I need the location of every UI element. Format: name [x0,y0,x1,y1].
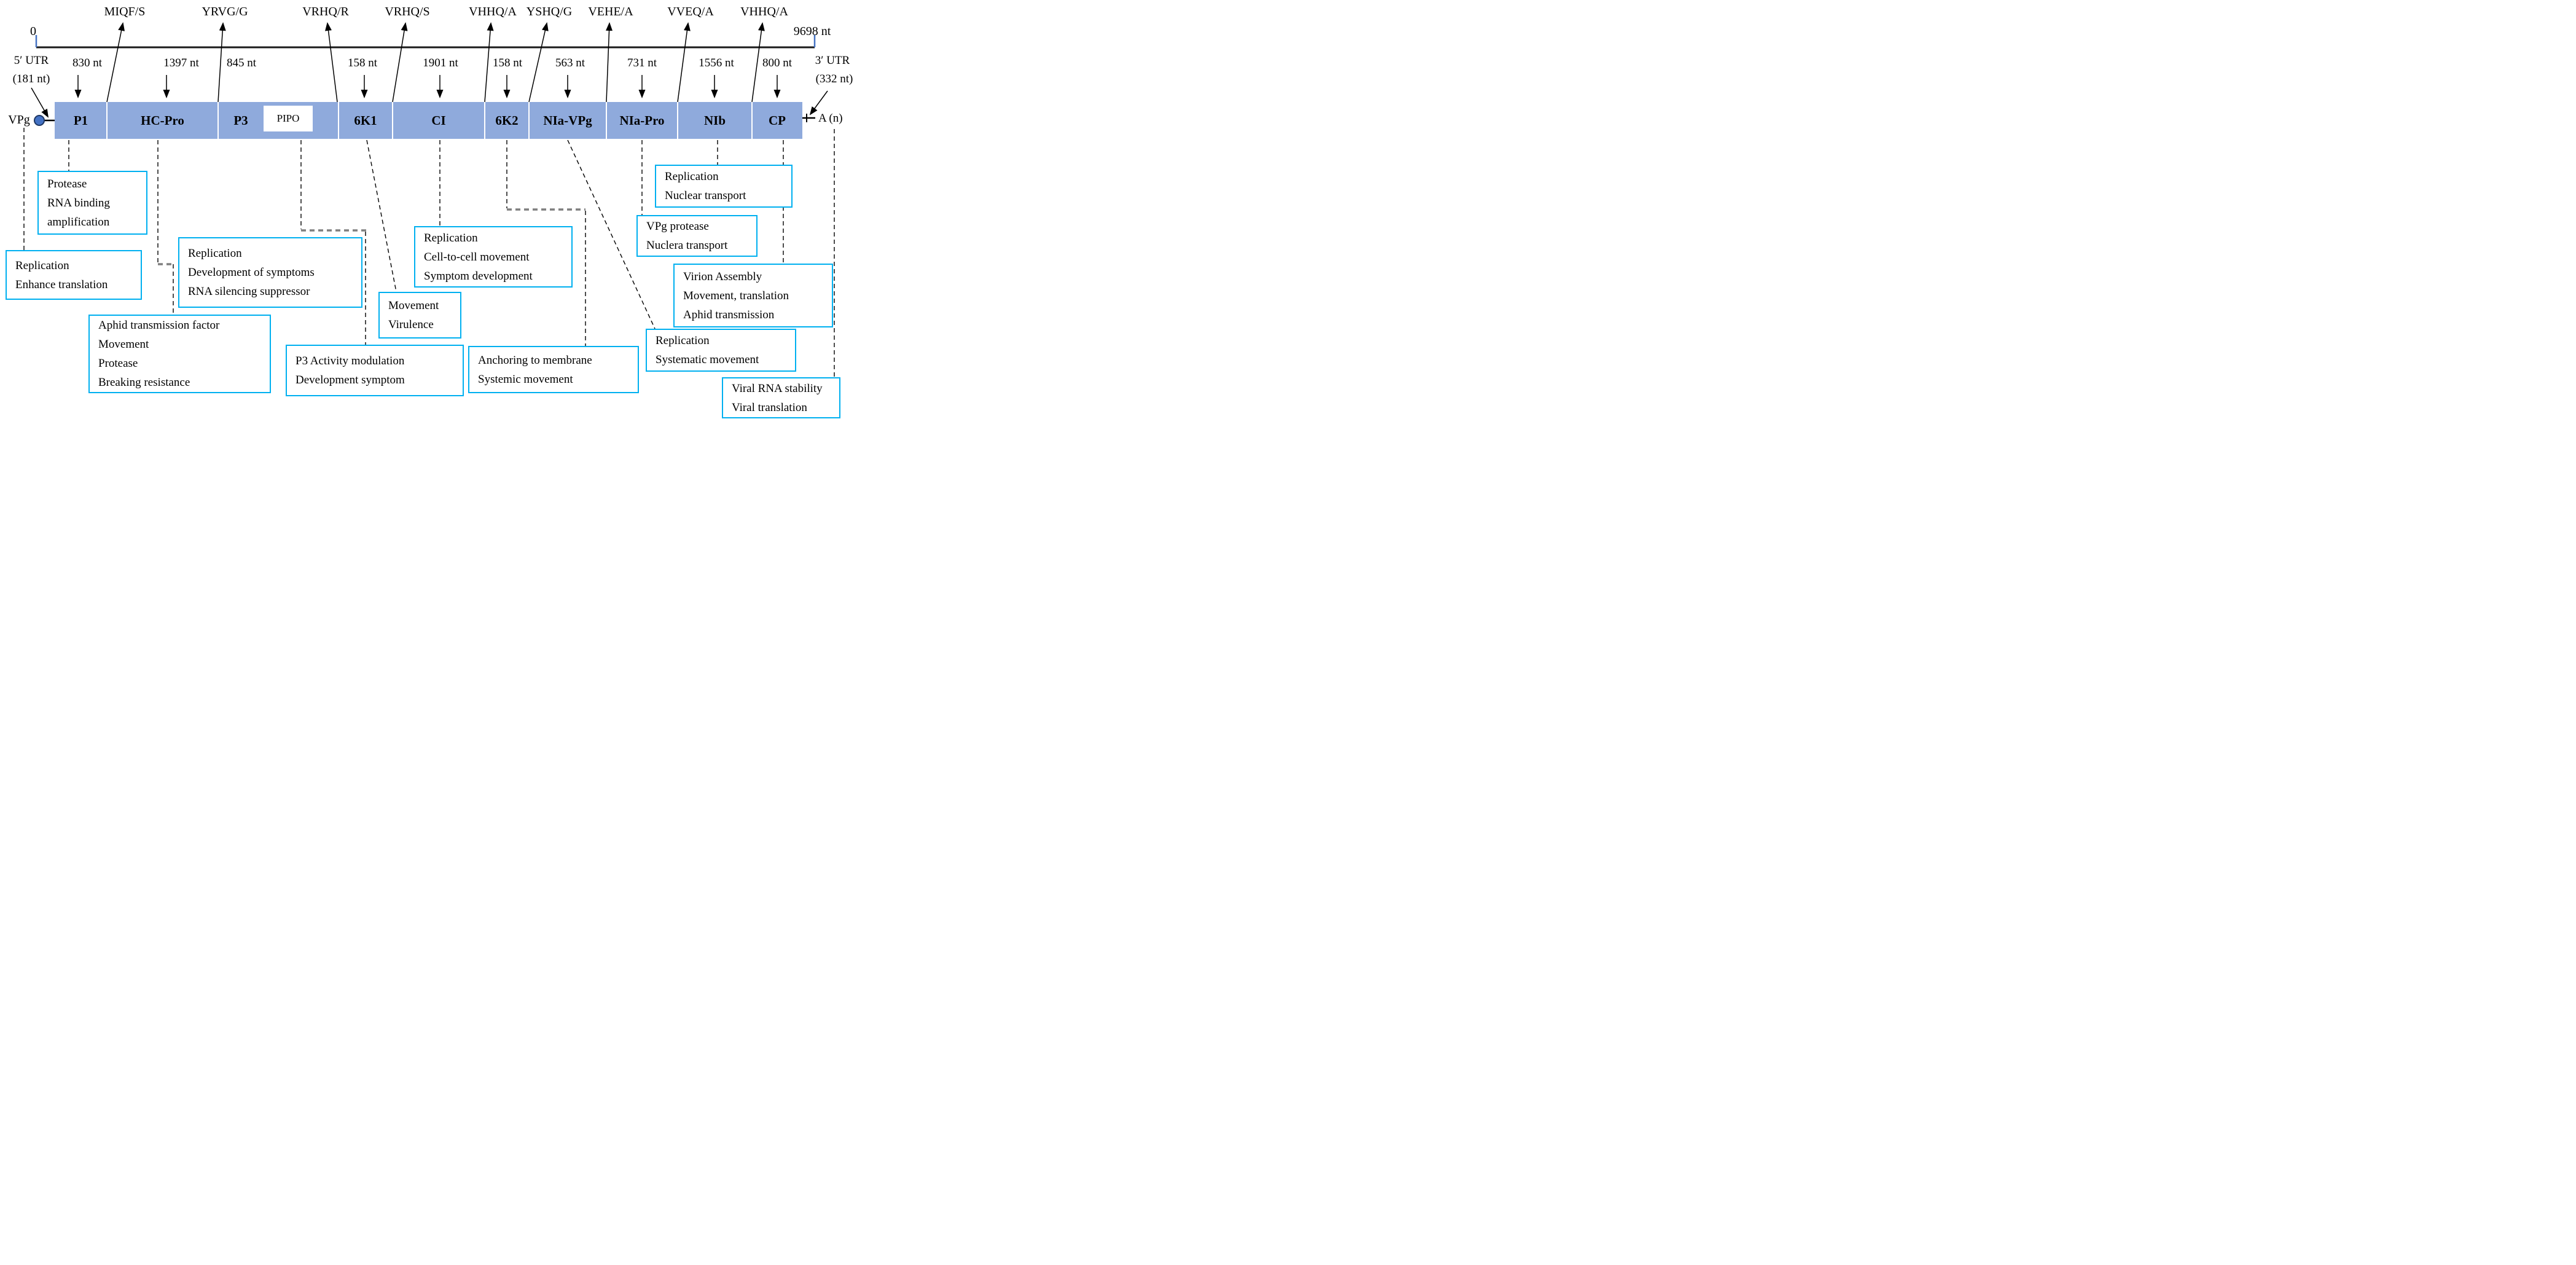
function-box-cp: Virion Assembly Movement, translation Ap… [673,264,833,327]
segment-size-label: 158 nt [347,57,378,69]
diagram-lines-layer [23,22,835,377]
segment-divider [392,102,393,139]
cleavage-site-label: VVEQ/A [667,5,714,18]
segment-divider [338,102,339,139]
segment-nib: NIb [703,112,726,128]
segment-cp: CP [769,112,786,128]
vpg-label: VPg [8,113,30,127]
function-box-nia-pro: VPg protease Nuclera transport [636,215,758,257]
utr5-arrow [31,87,49,118]
segment-divider [606,102,607,139]
utr5-label: 5′ UTR [14,54,49,67]
function-box-nia-vpg: Replication Systematic movement [646,329,796,372]
function-box-pipo: P3 Activity modulation Development sympt… [286,345,464,396]
size-arrows [74,75,781,98]
function-box-ci: Replication Cell-to-cell movement Sympto… [414,226,573,288]
pipo-box: PIPO [264,106,313,131]
scale-start-label: 0 [30,25,36,38]
cleavage-site-label: YRVG/G [202,5,248,18]
gray-elbow-connectors [158,208,585,265]
segment-size-label: 1901 nt [423,57,458,69]
utr3-size-label: (332 nt) [815,72,853,85]
segment-6k2: 6K2 [495,112,519,128]
poly-a-label: A (n) [818,112,843,125]
segment-size-label: 1397 nt [163,57,199,69]
segment-p3: P3 [233,112,248,128]
function-box-6k2: Anchoring to membrane Systemic movement [468,346,639,393]
vpg-circle [34,115,55,126]
segment-divider [677,102,678,139]
segment-hc-pro: HC-Pro [141,112,184,128]
segment-size-label: 830 nt [72,57,103,69]
cleavage-arrows [106,22,765,103]
segment-size-label: 563 nt [555,57,585,69]
poly-a-junction [802,114,815,122]
segment-nia-pro: NIa-Pro [619,112,665,128]
cleavage-site-label: VHHQ/A [469,5,517,18]
utr5-size-label: (181 nt) [12,72,50,85]
segment-divider [106,102,108,139]
segment-ci: CI [431,112,446,128]
utr3-label: 3′ UTR [815,54,850,67]
cleavage-site-label: YSHQ/G [526,5,573,18]
function-box-hc-pro-replication: Replication Development of symptoms RNA … [178,237,362,308]
segment-divider [217,102,219,139]
genome-diagram: MIQF/S YRVG/G VRHQ/R VRHQ/S VHHQ/A YSHQ/… [0,0,859,421]
segment-size-label: 158 nt [492,57,523,69]
segment-divider [528,102,530,139]
function-box-6k1: Movement Virulence [378,292,461,339]
scale-end-label: 9698 nt [793,25,831,38]
cleavage-site-label: VRHQ/R [302,5,349,18]
cleavage-site-label: VHHQ/A [740,5,788,18]
function-box-5utr-vpg: Replication Enhance translation [6,250,142,300]
segment-size-label: 1556 nt [699,57,734,69]
scale-line [35,35,816,49]
segment-divider [751,102,753,139]
segment-divider [484,102,485,139]
function-box-nib: Replication Nuclear transport [655,165,793,208]
cleavage-site-label: VEHE/A [588,5,633,18]
segment-size-label: 800 nt [762,57,793,69]
segment-size-label: 731 nt [627,57,657,69]
utr3-arrow [809,90,828,116]
function-box-p1: Protease RNA binding amplification [37,171,147,235]
function-box-hc-pro-aphid: Aphid transmission factor Movement Prote… [88,315,271,393]
segment-6k1: 6K1 [354,112,377,128]
cleavage-site-label: VRHQ/S [385,5,430,18]
segment-p1: P1 [73,112,88,128]
segment-size-label: 845 nt [226,57,257,69]
segment-nia-vpg: NIa-VPg [543,112,592,128]
cleavage-site-label: MIQF/S [104,5,146,18]
function-box-poly-a: Viral RNA stability Viral translation [722,377,840,418]
